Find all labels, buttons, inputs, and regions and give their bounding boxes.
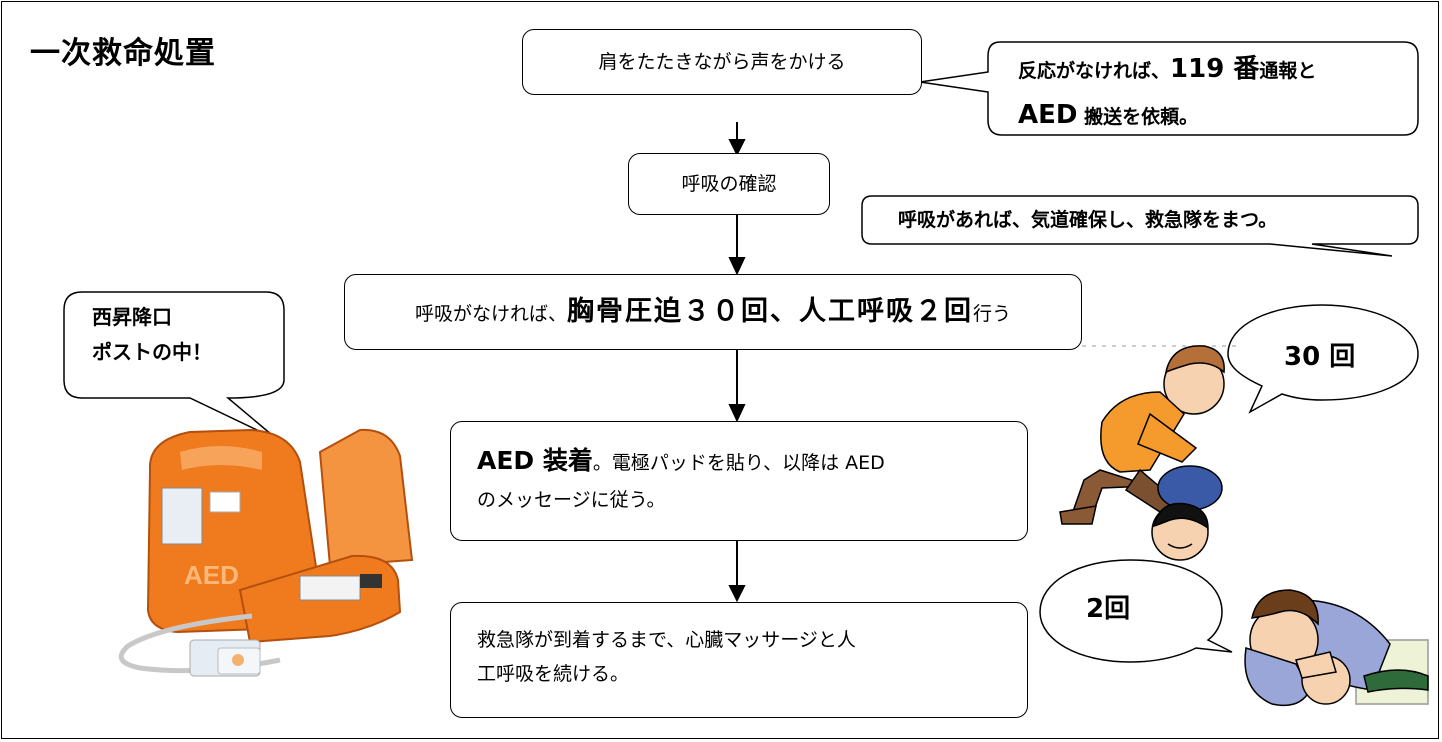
callout-no-response-line-1: 反応がなければ、119 番通報と: [1018, 47, 1408, 93]
chest-compression-illustration: [1059, 345, 1242, 561]
step-4-line-2: のメッセージに従う。: [477, 489, 666, 511]
bubble-compressions-text: 30 回: [1284, 342, 1356, 372]
bubble-breaths-shape: [1039, 559, 1233, 663]
step-4-box: AED 装着。電極パッドを貼り、以降は AED のメッセージに従う。: [450, 421, 1028, 541]
callout-aed-location-shape: [63, 291, 285, 441]
step-4-line-1: AED 装着。電極パッドを貼り、以降は AED: [477, 438, 1027, 483]
step-2-box: 呼吸の確認: [628, 153, 830, 215]
bubble-breaths-text: 2回: [1086, 594, 1131, 624]
no-response-post: 通報と: [1259, 60, 1317, 82]
aed-location-line-2: ポストの中！: [92, 340, 212, 364]
step-3-pre: 呼吸がなければ、: [414, 302, 567, 325]
no-response-aed: AED: [1018, 99, 1078, 130]
step-4-text-1: 。電極パッドを貼り、以降は AED: [592, 452, 885, 474]
step-5-line-1: 救急隊が到着するまで、心臓マッサージと人: [477, 629, 856, 651]
callout-no-response-text: 反応がなければ、119 番通報と AED 搬送を依頼。: [1018, 47, 1408, 138]
callout-no-response-line-2: AED 搬送を依頼。: [1018, 93, 1408, 139]
flow-arrows: [728, 122, 746, 603]
step-3-box: 呼吸がなければ、胸骨圧迫３０回、人工呼吸２回行う: [344, 274, 1082, 350]
page-title: 一次救命処置: [30, 36, 216, 71]
callout-breathing-shape: [861, 195, 1419, 257]
no-response-119: 119 番: [1170, 54, 1260, 84]
aed-location-line-1: 西昇降口: [92, 305, 172, 329]
step-5-line-2: 工呼吸を続ける。: [477, 663, 630, 686]
callout-breathing-text: 呼吸があれば、気道確保し、救急隊をまつ。: [898, 209, 1278, 231]
step-4-emphasis: AED 装着: [477, 446, 593, 475]
bubble-compressions-shape: [1227, 304, 1419, 414]
step-5-box: 救急隊が到着するまで、心臓マッサージと人 工呼吸を続ける。: [450, 602, 1028, 718]
step-1-text: 肩をたたきながら声をかける: [598, 50, 846, 73]
callout-aed-location-text: 西昇降口 ポストの中！: [92, 300, 212, 370]
svg-text:AED: AED: [184, 560, 239, 590]
step-3-text: 呼吸がなければ、胸骨圧迫３０回、人工呼吸２回行う: [415, 288, 1011, 337]
callout-no-response-shape: [919, 41, 1419, 136]
step-3-emphasis: 胸骨圧迫３０回、人工呼吸２回: [567, 295, 973, 327]
aed-device-illustration: AED: [118, 428, 414, 677]
rescue-breathing-illustration: [1244, 589, 1429, 707]
no-response-line2-post: 搬送を依頼。: [1077, 105, 1199, 128]
step-1-box: 肩をたたきながら声をかける: [522, 29, 922, 95]
no-response-pre: 反応がなければ、: [1018, 60, 1171, 82]
step-2-text: 呼吸の確認: [681, 172, 777, 195]
step-3-post: 行う: [973, 302, 1012, 325]
